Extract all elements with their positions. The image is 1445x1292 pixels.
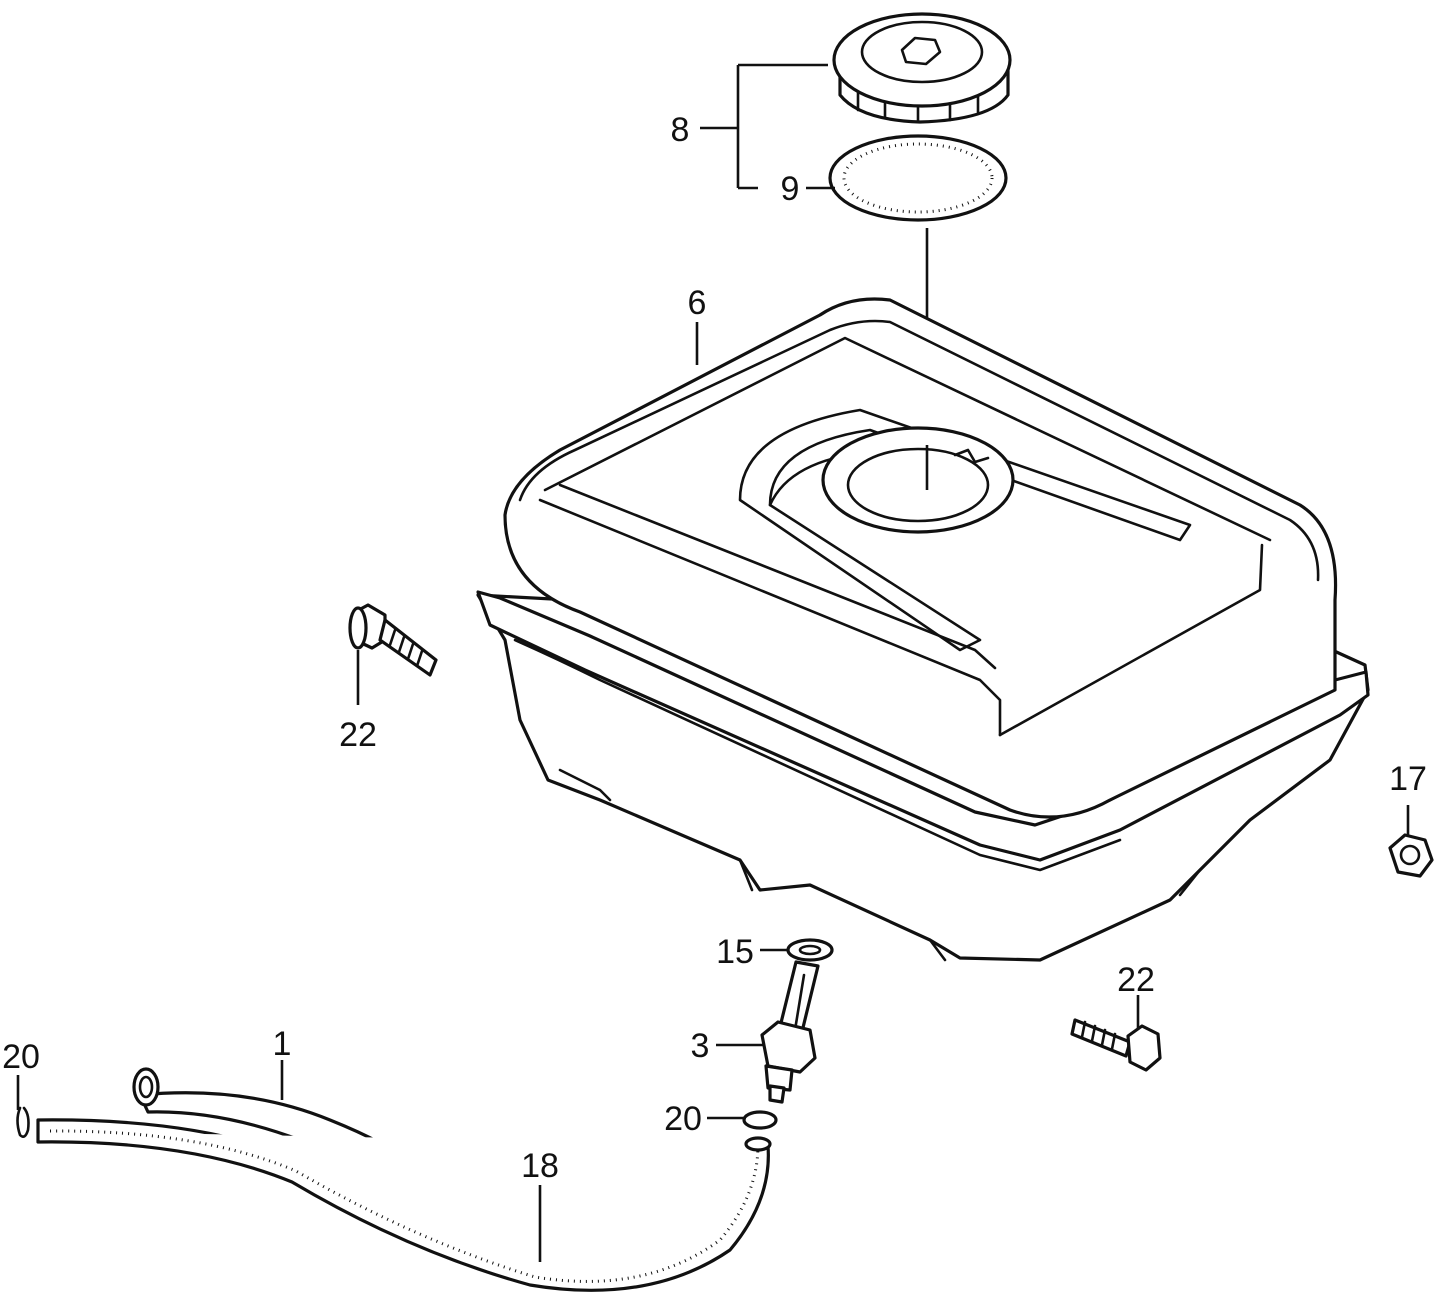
callout-15: 15 (716, 933, 754, 971)
hose-clip-left (16, 1106, 30, 1138)
callout-3: 3 (691, 1027, 710, 1065)
fuel-hose (36, 1118, 772, 1292)
callout-20-middle: 20 (664, 1100, 702, 1138)
callout-1: 1 (273, 1025, 292, 1063)
callout-22-right: 22 (1117, 961, 1155, 999)
flange-bolt-left (348, 603, 438, 705)
fuel-filler-cap (832, 12, 1012, 124)
callout-labels: 8 9 6 22 17 15 22 3 1 20 20 18 (2, 111, 1427, 1185)
nut (1388, 805, 1434, 878)
fuel-cock-washer (786, 938, 834, 962)
callout-17: 17 (1389, 760, 1427, 798)
fuel-cock (760, 960, 820, 1104)
hose-clip-middle (742, 1110, 778, 1130)
callout-6: 6 (688, 284, 707, 322)
callout-9: 9 (781, 170, 800, 208)
callout-22-left: 22 (339, 716, 377, 754)
fuel-tank (476, 297, 1370, 962)
flange-bolt-right (1070, 995, 1162, 1072)
callout-18: 18 (521, 1147, 559, 1185)
leader-lines (16, 63, 835, 1262)
cap-gasket (828, 134, 1008, 222)
callout-8: 8 (671, 111, 690, 149)
callout-20-left: 20 (2, 1038, 40, 1076)
